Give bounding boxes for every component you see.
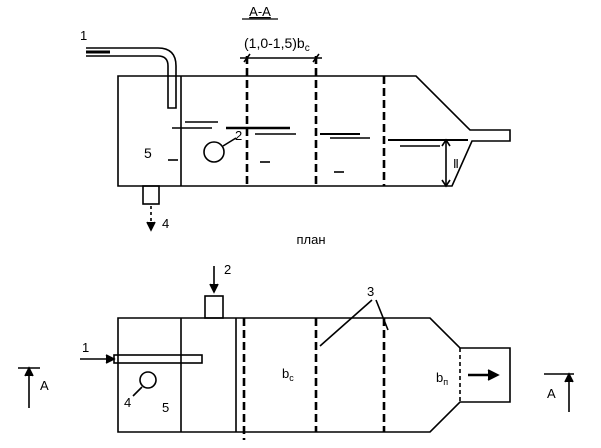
cut-mark-right-label: А: [547, 386, 556, 401]
section-dimension: (1,0-1,5)bс: [244, 35, 310, 54]
section-label-height: Ⅱ: [453, 157, 459, 171]
plan-outlet-circle: [139, 371, 157, 389]
plan-label-baffle-pipe: 2: [224, 262, 231, 277]
cut-mark-right: [544, 372, 574, 412]
plan-outlet-label: bп: [436, 370, 448, 387]
section-inlet-pipe: [86, 47, 177, 109]
outlet-arrow-head: [146, 221, 156, 232]
cut-mark-left-label: А: [40, 378, 49, 393]
section-label-baffle: 2: [235, 128, 242, 143]
plan-width-label: bс: [282, 366, 294, 383]
section-outlet-pipe: [142, 185, 160, 205]
orifice-leader: [222, 137, 237, 147]
section-label-inlet: 1: [80, 28, 87, 43]
section-orifice: [203, 141, 225, 163]
baffle-leader-1: [319, 299, 373, 347]
section-view: [86, 47, 511, 232]
baffle-leader-2: [375, 299, 389, 331]
section-label-outlet: 4: [162, 216, 169, 231]
plan-inlet-pipe: [113, 354, 203, 364]
dimension-tick-right: [312, 53, 320, 63]
plan-title: план: [296, 232, 325, 247]
cut-mark-left: [18, 366, 40, 408]
plan-label-baffles: 3: [367, 284, 374, 299]
plan-label-outlet: 4: [124, 395, 131, 410]
plan-inlet-arrow-head: [105, 354, 116, 364]
plan-outflow-arrow-head: [487, 369, 500, 381]
section-outline: [117, 75, 511, 187]
height-dim-arrow-top: [441, 138, 451, 147]
plan-label-inlet: 1: [82, 340, 89, 355]
plan-baffle-arrow-head: [209, 283, 219, 294]
dimension-tick-left: [243, 53, 251, 63]
section-dimension-sub: с: [305, 43, 310, 54]
plan-baffle-pipe: [204, 295, 224, 319]
plan-outlet-leader: [132, 386, 143, 397]
section-title: А-А: [249, 4, 271, 19]
plan-label-chamber: 5: [162, 400, 169, 415]
plan-outline: [117, 317, 511, 433]
plan-view: [80, 266, 511, 440]
height-dim-arrow-bottom: [441, 179, 451, 188]
section-label-chamber: 5: [144, 145, 152, 161]
